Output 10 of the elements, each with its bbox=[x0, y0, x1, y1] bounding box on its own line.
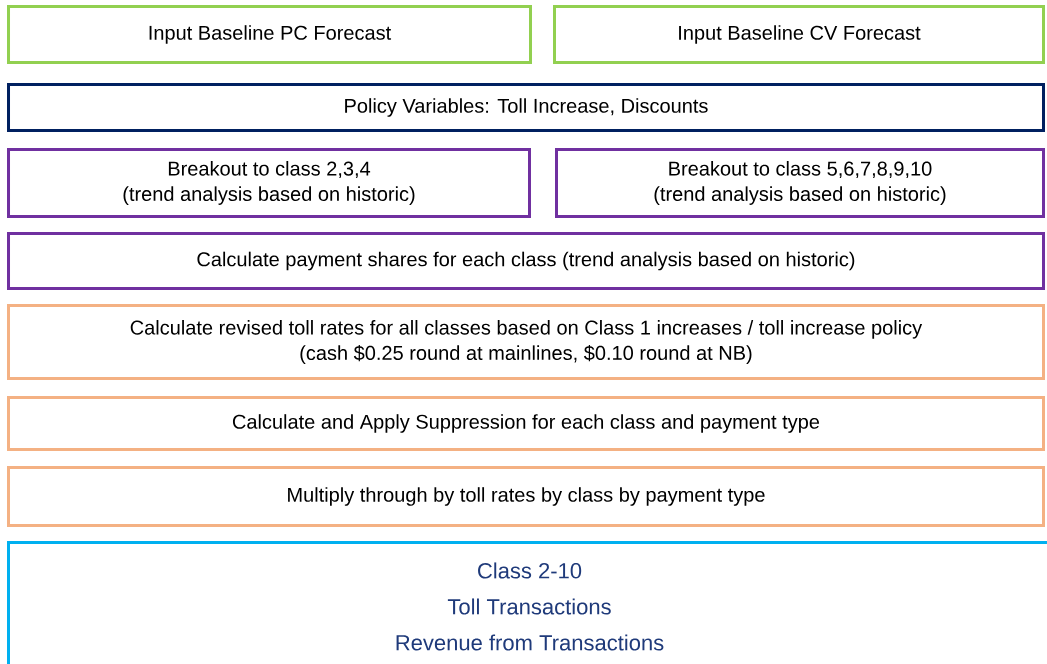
process-box: Calculate and Apply Suppression for each class and payment type bbox=[7, 396, 1045, 451]
policy-box: Policy Variables: Toll Increase, Discounts bbox=[7, 83, 1045, 132]
input-box: Input Baseline PC Forecast bbox=[7, 5, 532, 64]
input-box: Input Baseline CV Forecast bbox=[553, 5, 1045, 64]
process-box: Breakout to class 2,3,4 (trend analysis based on historic) bbox=[7, 148, 531, 218]
output-box: Class 2-10 Toll Transactions Revenue from Transactions bbox=[7, 541, 1047, 664]
process-box: Multiply through by toll rates by class by payment type bbox=[7, 466, 1045, 527]
process-box: Breakout to class 5,6,7,8,9,10 (trend analysis based on historic) bbox=[555, 148, 1045, 218]
process-box: Calculate payment shares for each class (trend analysis based on historic) bbox=[7, 232, 1045, 290]
process-box: Calculate revised toll rates for all classes based on Class 1 increases / toll increase policy (cash $0.25 round at mainlines, $0.10 round at NB) bbox=[7, 304, 1045, 380]
